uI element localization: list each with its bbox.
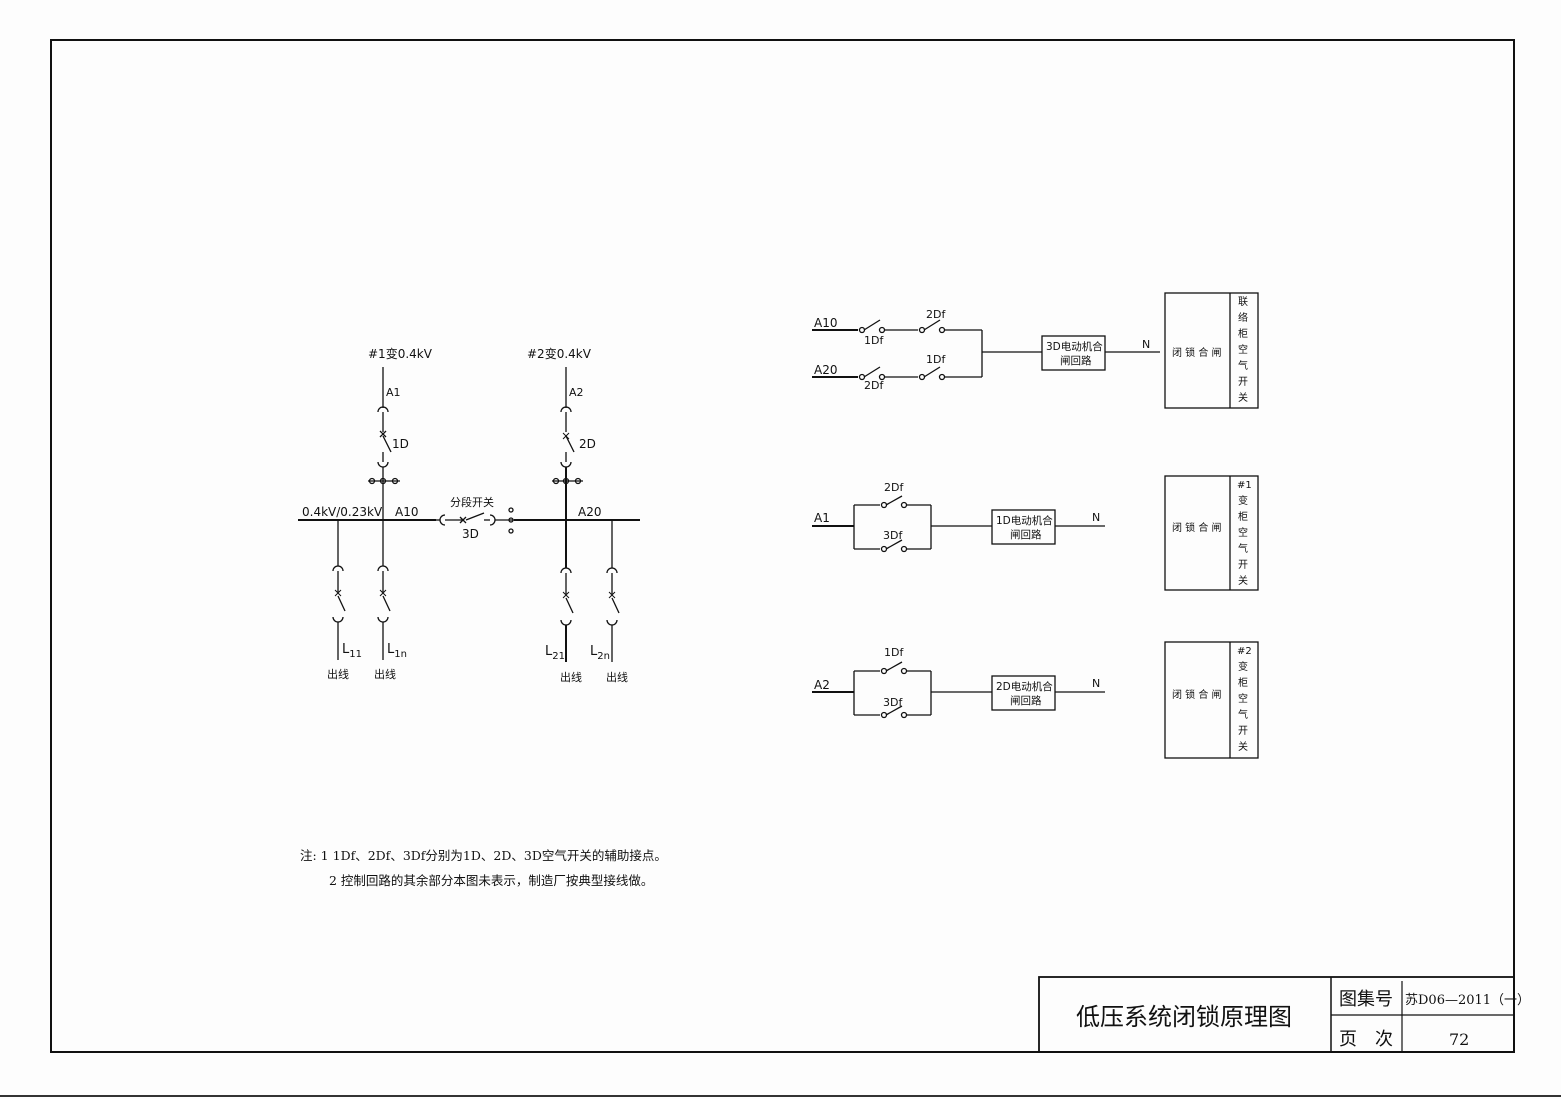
c1-lock-label: 闭 锁 合 闸 — [1172, 346, 1222, 359]
control-circuit-2d — [812, 641, 1259, 759]
feeder-outgoing-label: 出线 — [374, 667, 396, 681]
feeder-outgoing-label: 出线 — [560, 670, 582, 684]
c1-input-a: A10 — [814, 316, 837, 330]
tie-switch-label: 分段开关 — [450, 495, 494, 509]
c3-lock-label: 闭 锁 合 闸 — [1172, 688, 1222, 701]
svg-text:柜: 柜 — [1238, 510, 1248, 523]
drawing-frame — [50, 39, 1515, 1053]
drawing-title: 低压系统闭锁原理图 — [1076, 1003, 1292, 1031]
svg-text:关: 关 — [1238, 740, 1248, 753]
control-circuit-1d — [812, 475, 1259, 591]
feeder-name: L1n — [387, 642, 407, 660]
c1-input-b: A20 — [814, 363, 837, 377]
a1-label: A1 — [386, 386, 401, 399]
c1-contact-1: 1Df — [864, 334, 884, 347]
bus1-label: A10 — [395, 505, 418, 519]
svg-text:关: 关 — [1238, 574, 1248, 587]
c3-contact-1: 1Df — [884, 646, 904, 659]
source1-label: #1变0.4kV — [368, 346, 433, 361]
c3-neutral: N — [1092, 677, 1100, 690]
feeder-labels: L11 L1n L21 L2n 出线 出线 出线 出线 — [327, 642, 628, 684]
c3-box-line1: 2D电动机合 — [996, 680, 1053, 693]
feeder-l2n — [606, 520, 620, 662]
svg-text:联: 联 — [1238, 296, 1248, 308]
c1-contact-2: 2Df — [926, 308, 946, 321]
c2-input: A1 — [814, 511, 830, 525]
svg-text:开: 开 — [1238, 726, 1248, 737]
source2-label: #2变0.4kV — [527, 346, 592, 361]
c3-side-label: #2 变 柜 空 气 开 关 — [1237, 646, 1252, 753]
feeder-name: L2n — [590, 644, 610, 662]
bus2-label: A20 — [578, 505, 601, 519]
feeder-outgoing-label: 出线 — [606, 670, 628, 684]
svg-text:空: 空 — [1238, 343, 1248, 356]
c1-side-label: 联 络 柜 空 气 开 关 — [1238, 296, 1248, 404]
note-line-1: 注: 1 1Df、2Df、3Df分别为1D、2D、3D空气开关的辅助接点。 — [300, 848, 667, 863]
c1-contact-4: 1Df — [926, 353, 946, 366]
c1-box-line1: 3D电动机合 — [1046, 340, 1103, 353]
feeder-l21 — [560, 520, 574, 662]
feeder-l11 — [332, 520, 346, 660]
page-label: 页 次 — [1339, 1029, 1393, 1050]
a2-label: A2 — [569, 386, 584, 399]
svg-text:变: 变 — [1238, 660, 1248, 673]
c3-input: A2 — [814, 678, 830, 692]
feeder-outgoing-label: 出线 — [327, 667, 349, 681]
d2-label: 2D — [579, 437, 596, 451]
interlock-marks-1 — [368, 477, 400, 485]
c1-contact-3: 2Df — [864, 379, 884, 392]
c2-lock-label: 闭 锁 合 闸 — [1172, 521, 1222, 534]
interlock-marks-2 — [552, 477, 583, 485]
control-circuit-tie — [812, 292, 1259, 409]
note-line-2: 2 控制回路的其余部分本图未表示，制造厂按典型接线做。 — [329, 873, 654, 888]
svg-text:气: 气 — [1238, 359, 1248, 372]
d1-label: 1D — [392, 437, 409, 451]
svg-text:气: 气 — [1238, 542, 1248, 555]
feeder-name: L21 — [545, 644, 565, 662]
c2-box-line1: 1D电动机合 — [996, 514, 1053, 527]
svg-text:空: 空 — [1238, 692, 1248, 705]
c3-contact-2: 3Df — [883, 696, 903, 709]
svg-text:柜: 柜 — [1238, 676, 1248, 689]
bus-voltage-label: 0.4kV/0.23kV — [302, 505, 383, 519]
page-number: 72 — [1449, 1030, 1469, 1049]
svg-text:气: 气 — [1238, 708, 1248, 721]
svg-text:空: 空 — [1238, 526, 1248, 539]
svg-text:开: 开 — [1238, 377, 1248, 388]
svg-text:#2: #2 — [1237, 646, 1252, 657]
svg-text:开: 开 — [1238, 560, 1248, 571]
svg-text:关: 关 — [1238, 391, 1248, 404]
c2-box-line2: 闸回路 — [1010, 528, 1042, 541]
svg-text:络: 络 — [1238, 311, 1248, 324]
atlas-number: 苏D06—2011（一） — [1405, 992, 1530, 1008]
title-block — [1038, 976, 1515, 1053]
d3-label: 3D — [462, 527, 479, 541]
atlas-label: 图集号 — [1339, 989, 1393, 1010]
c3-box-line2: 闸回路 — [1010, 694, 1042, 707]
svg-text:柜: 柜 — [1238, 327, 1248, 340]
c2-side-label: #1 变 柜 空 气 开 关 — [1237, 480, 1252, 587]
c1-box-line2: 闸回路 — [1060, 354, 1092, 367]
single-line-diagram — [298, 367, 640, 662]
c1-neutral: N — [1142, 338, 1150, 351]
c2-contact-2: 3Df — [883, 529, 903, 542]
svg-text:变: 变 — [1238, 494, 1248, 507]
c2-contact-1: 2Df — [884, 481, 904, 494]
svg-text:#1: #1 — [1237, 480, 1252, 491]
feeder-name: L11 — [342, 642, 362, 660]
feeder-l1n — [377, 520, 391, 660]
c2-neutral: N — [1092, 511, 1100, 524]
